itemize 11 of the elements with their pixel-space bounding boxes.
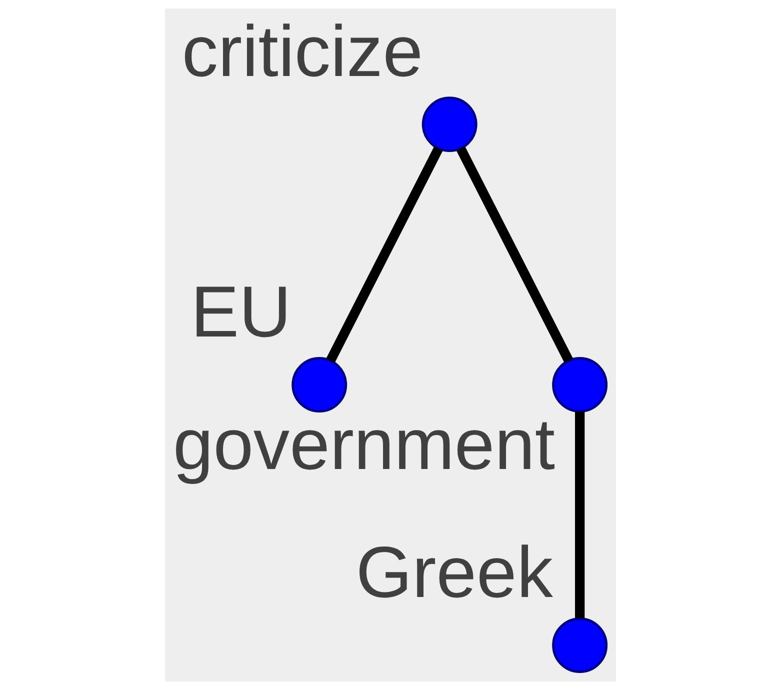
node-circle	[421, 96, 477, 152]
connector	[574, 412, 584, 618]
connector	[326, 146, 442, 363]
node-label: Greek	[355, 533, 552, 614]
node-circle	[291, 357, 347, 413]
node-label: EU	[190, 272, 291, 353]
node-circle	[552, 357, 608, 413]
node-circle	[552, 618, 608, 673]
node-label: criticize	[181, 12, 423, 92]
node-label: government	[172, 405, 554, 486]
connector	[456, 146, 573, 363]
